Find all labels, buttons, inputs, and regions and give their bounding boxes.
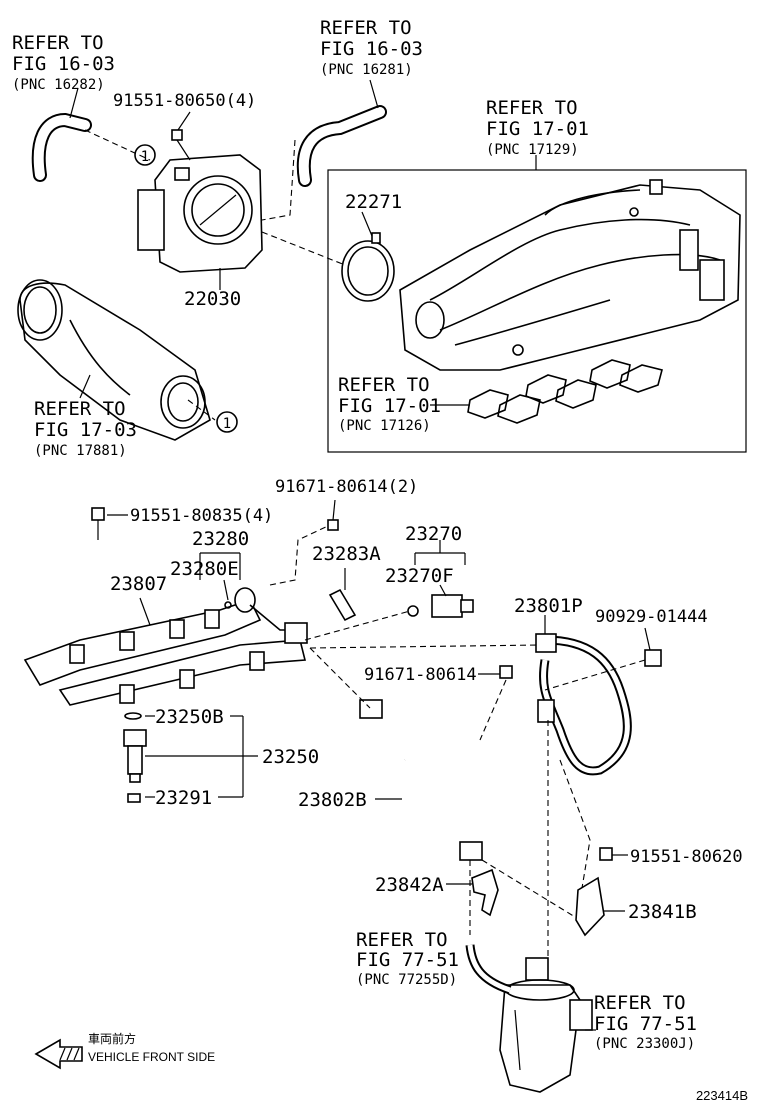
part-number: 23841B (628, 901, 697, 923)
ref-text: FIG 16-03 (12, 53, 115, 75)
ref-text: (PNC 17129) (486, 142, 579, 158)
fuel-pump-assembly[interactable] (499, 957, 593, 1093)
circle-ref-text-2: 1 (223, 416, 231, 432)
front-label-jp: 車両前方 (88, 1031, 136, 1046)
air-intake-hose[interactable] (17, 279, 211, 441)
part-number: 23802B (298, 789, 367, 811)
part-number: 91671-80614 (364, 665, 477, 685)
part-number: 22271 (345, 191, 402, 213)
ref-text: (PNC 17126) (338, 418, 431, 434)
ref-text: FIG 16-03 (320, 38, 423, 60)
ref-text: FIG 77-51 (594, 1013, 697, 1035)
bolt-91671-80614[interactable] (499, 665, 513, 679)
ref-text: FIG 17-01 (486, 118, 589, 140)
part-number: 23280E (170, 558, 239, 580)
vehicle-front-arrow-icon (34, 1038, 83, 1070)
part-number: 23801P (514, 595, 583, 617)
part-number: 23291 (155, 787, 212, 809)
part-number: 91551-80620 (630, 847, 743, 867)
part-number: 91551-80835(4) (130, 506, 273, 526)
fuel-delivery-pipe-23807[interactable] (23, 599, 307, 706)
fuel-hose-23801p[interactable] (535, 633, 632, 776)
part-number: 91551-80650(4) (113, 91, 256, 111)
bolt-91671-80614-top[interactable] (327, 519, 339, 531)
circle-ref-1-bottom: 1 (216, 411, 238, 433)
ref-text: REFER TO (338, 374, 430, 396)
circle-ref-1-top: 1 (134, 144, 156, 166)
manifold-gaskets[interactable] (467, 359, 663, 424)
front-label-en: VEHICLE FRONT SIDE (88, 1050, 215, 1064)
intake-manifold[interactable] (399, 179, 741, 371)
part-number: 23842A (375, 874, 444, 896)
part-number: 23280 (192, 528, 249, 550)
fuel-tube-23802b[interactable] (359, 699, 534, 861)
vent-hose-77255d[interactable] (465, 944, 512, 995)
bracket-23842a[interactable] (471, 868, 499, 917)
clip-23283a[interactable] (328, 588, 357, 622)
o-ring-23280e[interactable] (224, 601, 232, 609)
ref-text: FIG 77-51 (356, 949, 459, 971)
part-number: 23250 (262, 746, 319, 768)
ref-text: FIG 17-03 (34, 419, 137, 441)
ref-text: REFER TO (320, 17, 412, 39)
ref-text: (PNC 16282) (12, 77, 105, 93)
pulsation-damper-23270[interactable] (407, 594, 474, 618)
circle-ref-text: 1 (141, 149, 149, 165)
ref-text: REFER TO (594, 992, 686, 1014)
ref-text: (PNC 23300J) (594, 1036, 695, 1052)
ref-text: (PNC 77255D) (356, 972, 457, 988)
ref-text: REFER TO (12, 32, 104, 54)
part-number: 22030 (184, 288, 241, 310)
ref-text: (PNC 17881) (34, 443, 127, 459)
part-number: 91671-80614(2) (275, 477, 418, 497)
throttle-body-22030[interactable] (137, 154, 263, 273)
bolt-91551-80650[interactable] (171, 129, 191, 161)
hose-16281[interactable] (296, 105, 387, 187)
clip-90929-01444[interactable] (644, 649, 662, 667)
pressure-sensor-23280[interactable] (234, 587, 308, 644)
fuel-injector-23250[interactable] (123, 712, 147, 803)
ref-text: REFER TO (356, 929, 448, 951)
part-number: 23283A (312, 543, 381, 565)
part-number: 90929-01444 (595, 607, 708, 627)
part-number: 23270F (385, 565, 454, 587)
ref-text: FIG 17-01 (338, 395, 441, 417)
ref-text: REFER TO (34, 398, 126, 420)
hose-16282[interactable] (31, 112, 92, 182)
ref-text: REFER TO (486, 97, 578, 119)
part-number: 23270 (405, 523, 462, 545)
intake-manifold-group-box (327, 169, 747, 453)
bolt-91551-80835[interactable] (91, 507, 105, 540)
throttle-gasket-22271[interactable] (341, 232, 395, 302)
ref-text: (PNC 16281) (320, 62, 413, 78)
part-number: 23807 (110, 573, 167, 595)
diagram-id: 223414B (696, 1088, 748, 1103)
bolt-91551-80620[interactable] (599, 847, 613, 861)
bracket-23841b[interactable] (575, 876, 605, 937)
part-number: 23250B (155, 706, 224, 728)
